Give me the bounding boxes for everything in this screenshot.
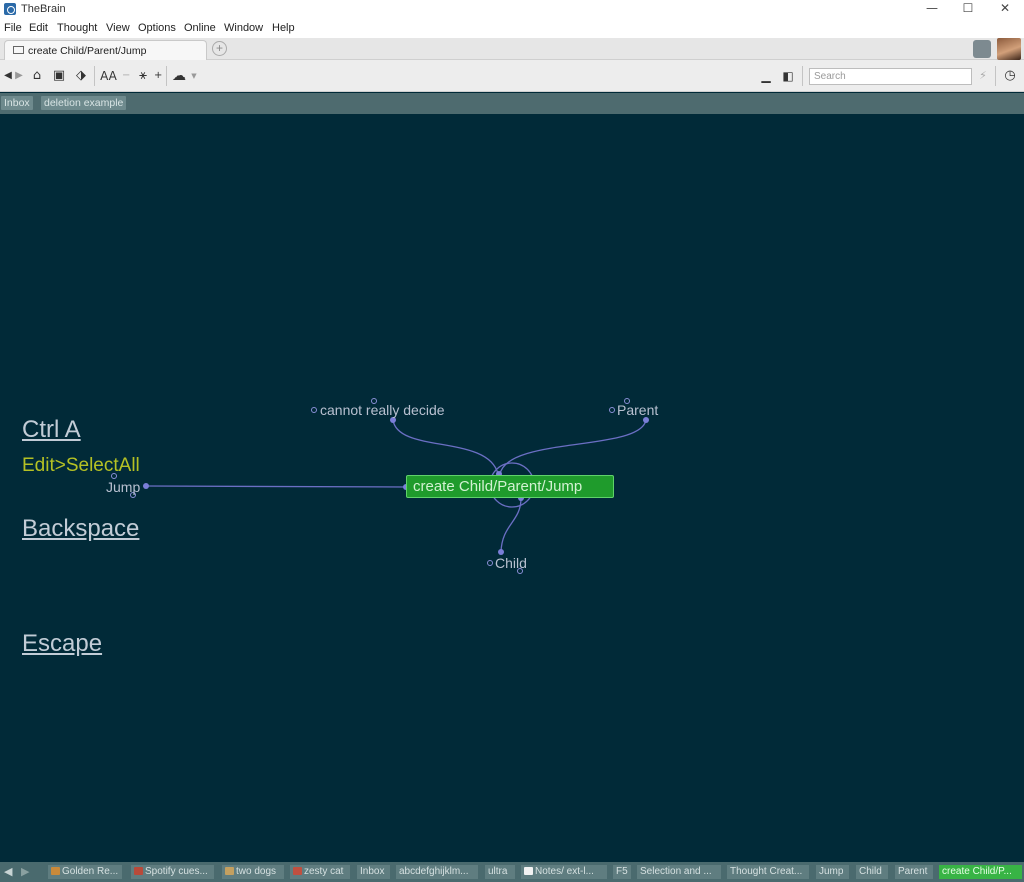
- toolbar-separator: [94, 66, 95, 86]
- history-item[interactable]: Child: [856, 865, 888, 879]
- thought-parent[interactable]: Parent: [617, 402, 659, 418]
- active-thought[interactable]: create Child/Parent/Jump: [406, 475, 614, 498]
- gate-dot: [643, 417, 649, 423]
- plus-icon[interactable]: +: [154, 70, 163, 81]
- history-item[interactable]: two dogs: [222, 865, 284, 879]
- gate-circle: [487, 560, 493, 566]
- history-bar: ◀ ▶ Golden Re... Spotify cues... two dog…: [0, 862, 1024, 882]
- forward-arrow-icon[interactable]: ▶: [15, 70, 23, 81]
- thumbnail-icon: [225, 867, 234, 875]
- menu-online[interactable]: Online: [184, 22, 216, 34]
- gate-circle: [111, 473, 117, 479]
- gate-dot: [498, 549, 504, 555]
- toolbar-separator: [166, 66, 167, 86]
- toolbar-separator: [995, 66, 996, 86]
- title-bar: TheBrain — ☐ ✕: [0, 0, 1024, 19]
- brain-tab-icon: [13, 46, 24, 54]
- history-item[interactable]: Golden Re...: [48, 865, 122, 879]
- history-item[interactable]: ultra: [485, 865, 515, 879]
- cube-icon[interactable]: [973, 40, 991, 58]
- menu-bar: File Edit Thought View Options Online Wi…: [0, 19, 1024, 38]
- thumbnail-icon: [134, 867, 143, 875]
- chevron-down-icon[interactable]: ▼: [191, 72, 197, 80]
- thought-jump[interactable]: Jump: [106, 479, 141, 495]
- plex-canvas[interactable]: Ctrl A Edit>SelectAll Backspace Escape c…: [0, 114, 1024, 862]
- back-arrow-icon[interactable]: ◀: [4, 70, 12, 81]
- menu-edit[interactable]: Edit: [29, 22, 48, 34]
- history-item[interactable]: Spotify cues...: [131, 865, 214, 879]
- user-avatar[interactable]: [997, 38, 1021, 60]
- tab-create-child-parent-jump[interactable]: create Child/Parent/Jump: [4, 40, 207, 60]
- thought-links: [111, 398, 649, 574]
- history-item[interactable]: Inbox: [357, 865, 390, 879]
- link-jump: [145, 485, 407, 488]
- history-item[interactable]: Jump: [816, 865, 849, 879]
- search-input[interactable]: [809, 68, 972, 85]
- layout-side-icon[interactable]: ◧: [782, 69, 794, 83]
- gate-circle: [624, 398, 630, 404]
- minimize-button[interactable]: —: [926, 1, 938, 15]
- toolbar-separator: [802, 66, 803, 86]
- history-item-current[interactable]: create Child/P...: [939, 865, 1022, 879]
- font-size-button[interactable]: AA: [100, 69, 117, 83]
- pins-bar: Inbox deletion example: [0, 93, 1024, 114]
- history-item[interactable]: zesty cat: [290, 865, 350, 879]
- note-backspace: Backspace: [22, 515, 140, 542]
- menu-help[interactable]: Help: [272, 22, 295, 34]
- menu-window[interactable]: Window: [224, 22, 264, 34]
- layout-icon[interactable]: ⚹: [139, 68, 147, 83]
- gate-circle: [609, 407, 615, 413]
- pin-deletion-example[interactable]: deletion example: [41, 96, 127, 110]
- history-item[interactable]: Selection and ...: [637, 865, 721, 879]
- new-tab-button[interactable]: +: [212, 41, 227, 56]
- history-item[interactable]: F5: [613, 865, 631, 879]
- menu-file[interactable]: File: [4, 22, 22, 34]
- menu-thought[interactable]: Thought: [57, 22, 98, 34]
- layout-bottom-icon[interactable]: ▁: [761, 69, 771, 83]
- note-escape: Escape: [22, 630, 103, 657]
- history-forward-icon[interactable]: ▶: [21, 865, 30, 878]
- document-icon: [524, 867, 533, 875]
- history-item[interactable]: Notes/ ext-l...: [521, 865, 607, 879]
- note-ctrl-a: Ctrl A: [22, 416, 81, 443]
- home-icon[interactable]: ⌂: [32, 68, 42, 83]
- gate-circle: [371, 398, 377, 404]
- minus-icon[interactable]: −: [122, 70, 131, 81]
- gate-circle: [517, 568, 523, 574]
- lightning-icon[interactable]: ⚡: [979, 69, 987, 82]
- thought-cannot-really-decide[interactable]: cannot really decide: [320, 402, 445, 418]
- history-item[interactable]: Thought Creat...: [727, 865, 809, 879]
- thumbnail-icon: [293, 867, 302, 875]
- gate-dot: [390, 417, 396, 423]
- menu-options[interactable]: Options: [138, 22, 176, 34]
- clock-icon[interactable]: ◷: [1004, 68, 1016, 83]
- thought-child[interactable]: Child: [495, 555, 527, 571]
- gate-dot: [143, 483, 149, 489]
- pin-inbox[interactable]: Inbox: [1, 96, 33, 110]
- gate-circle: [130, 492, 136, 498]
- link-child: [500, 497, 522, 553]
- link-parent-1: [392, 419, 499, 475]
- cloud-icon[interactable]: ☁: [172, 68, 186, 84]
- history-item[interactable]: abcdefghijklm...: [396, 865, 478, 879]
- thumbnail-icon: [51, 867, 60, 875]
- tab-label: create Child/Parent/Jump: [28, 45, 147, 57]
- link-parent-2: [499, 419, 647, 475]
- close-button[interactable]: ✕: [999, 1, 1011, 15]
- history-item[interactable]: Parent: [895, 865, 933, 879]
- maximize-button[interactable]: ☐: [962, 1, 974, 15]
- image-icon[interactable]: ▣: [52, 68, 66, 83]
- tab-strip: create Child/Parent/Jump +: [0, 38, 1024, 60]
- thebrain-logo-icon: [4, 3, 16, 15]
- window-title: TheBrain: [21, 3, 66, 15]
- history-back-icon[interactable]: ◀: [4, 865, 13, 878]
- tag-icon[interactable]: ⬗: [76, 68, 86, 83]
- menu-view[interactable]: View: [106, 22, 130, 34]
- note-edit-select-all: Edit>SelectAll: [22, 455, 140, 476]
- gate-circle: [311, 407, 317, 413]
